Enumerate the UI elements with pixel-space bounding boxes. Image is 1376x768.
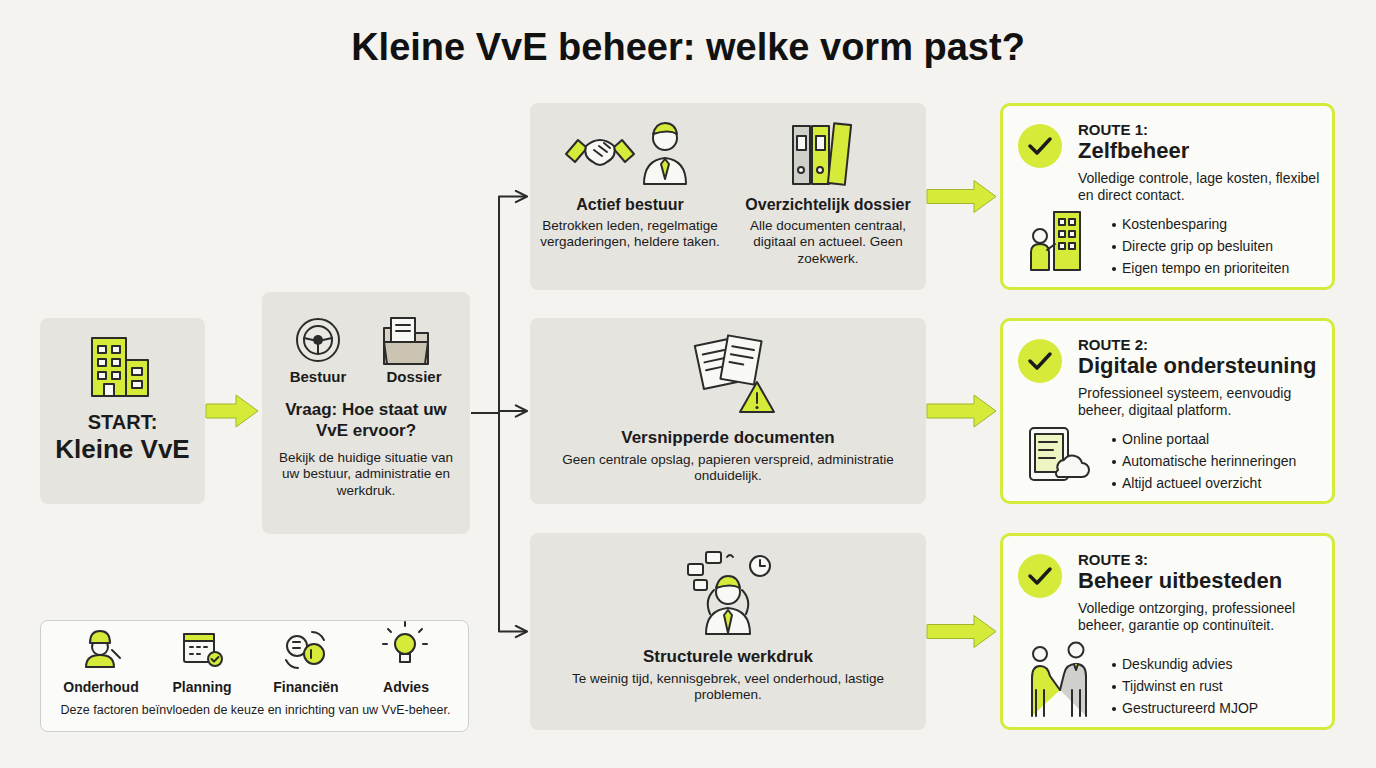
route-number: ROUTE 2: [1078, 336, 1278, 354]
icon-label: Bestuur [268, 368, 368, 386]
route-benefit: Tijdwinst en rust [1122, 678, 1327, 695]
advice-bulb-icon [383, 622, 427, 662]
start-box: START:Kleine VvE [40, 318, 205, 504]
bullet-dot [1112, 223, 1116, 227]
option-body: Betrokken leden, regelmatige vergadering… [538, 218, 722, 251]
route-number: ROUTE 3: [1078, 551, 1278, 569]
question-body: Bekijk de huidige situatie van uw bestuu… [274, 450, 458, 499]
start-label: START: [40, 410, 205, 434]
bullet-dot [1112, 460, 1116, 464]
building-icon [92, 338, 148, 396]
outsourcing-icon [1032, 643, 1086, 717]
steering-wheel-icon [297, 319, 339, 361]
route-benefit: Directe grip op besluiten [1122, 238, 1327, 255]
bullet-dot [1112, 663, 1116, 667]
situation-body: Te weinig tijd, kennisgebrek, veel onder… [560, 671, 896, 704]
bullet-dot [1112, 482, 1116, 486]
branch-arrow [471, 413, 527, 632]
factor-note: Deze factoren beïnvloeden de keuze en in… [45, 703, 466, 718]
bullet-dot [1112, 707, 1116, 711]
finance-icon [286, 632, 324, 668]
block-arrow [927, 616, 996, 648]
worker-icon [86, 631, 120, 667]
factor-box: OnderhoudPlanningFinanciënAdviesDeze fac… [40, 620, 469, 732]
route-benefit: Altijd actueel overzicht [1122, 475, 1327, 492]
handshake-icon [566, 140, 634, 165]
branch-arrow [471, 197, 527, 414]
bullet-dot [1112, 245, 1116, 249]
factor-label: Financiën [256, 679, 356, 696]
option-body: Alle documenten centraal, digitaal en ac… [736, 218, 920, 267]
route-title: Zelfbeheer [1078, 138, 1328, 165]
route-benefit: Online portaal [1122, 431, 1327, 448]
route-benefit: Deskundig advies [1122, 656, 1327, 673]
route-description: Volledige controle, lage kosten, flexibe… [1078, 170, 1328, 204]
route-box: ROUTE 3:Beheer uitbestedenVolledige ontz… [1000, 533, 1335, 730]
icon-label: Dossier [364, 368, 464, 386]
route-description: Professioneel systeem, eenvoudig beheer,… [1078, 385, 1328, 419]
situation-box: Actief bestuurBetrokken leden, regelmati… [530, 103, 926, 290]
block-arrow [206, 395, 258, 427]
option-heading: Actief bestuur [530, 195, 730, 215]
route-box: ROUTE 1:ZelfbeheerVolledige controle, la… [1000, 103, 1335, 290]
factor-label: Advies [356, 679, 456, 696]
binders-icon [793, 123, 851, 184]
route-description: Volledige ontzorging, professioneel behe… [1078, 600, 1328, 634]
stressed-person-icon [688, 552, 770, 634]
situation-box: Versnipperde documentenGeen centrale ops… [530, 318, 926, 504]
board-member-icon [644, 123, 686, 184]
route-title: Digitale ondersteuning [1078, 353, 1328, 380]
tablet-cloud-icon [1030, 428, 1089, 480]
folder-icon [384, 318, 428, 364]
check-circle-icon [1018, 124, 1062, 598]
situation-heading: Versnipperde documenten [530, 428, 926, 449]
bullet-dot [1112, 438, 1116, 442]
question-box: BestuurDossierVraag: Hoe staat uw VvE er… [262, 292, 470, 534]
factor-label: Onderhoud [51, 679, 151, 696]
situation-box: Structurele werkdruk Te weinig tijd, kenn… [530, 533, 926, 730]
block-arrow [927, 395, 996, 427]
situation-body: Geen centrale opslag, papieren verspreid… [560, 452, 896, 485]
bullet-dot [1112, 685, 1116, 689]
self-management-icon [1031, 212, 1080, 270]
situation-heading: Structurele werkdruk [530, 647, 926, 668]
diagram-title: Kleine VvE beheer: welke vorm past? [0, 26, 1376, 69]
route-benefit: Eigen tempo en prioriteiten [1122, 260, 1327, 277]
start-title: Kleine VvE [40, 434, 205, 466]
option-heading: Overzichtelijk dossier [730, 195, 926, 215]
bullet-dot [1112, 267, 1116, 271]
route-benefit: Kostenbesparing [1122, 216, 1327, 233]
route-benefit: Gestructureerd MJOP [1122, 700, 1327, 717]
block-arrow [927, 181, 996, 213]
route-benefit: Automatische herinneringen [1122, 453, 1327, 470]
route-box: ROUTE 2:Digitale ondersteuningProfession… [1000, 318, 1335, 504]
question-heading: Vraag: Hoe staat uw VvE ervoor? [272, 400, 460, 441]
factor-label: Planning [152, 679, 252, 696]
calendar-icon [184, 634, 222, 666]
route-title: Beheer uitbesteden [1078, 568, 1328, 595]
route-number: ROUTE 1: [1078, 121, 1278, 139]
scattered-documents-icon [695, 335, 774, 412]
